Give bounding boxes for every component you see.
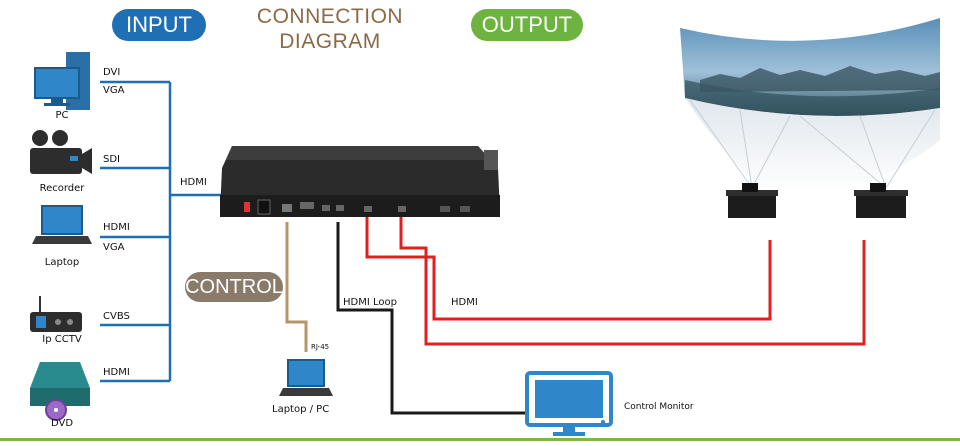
video-processor (220, 146, 500, 217)
port-label-vga: VGA (103, 85, 125, 96)
title-line-2: DIAGRAM (279, 30, 381, 53)
projector-left (726, 183, 778, 218)
projector-right (854, 183, 908, 218)
input-wiring (100, 80, 225, 383)
footer-divider (0, 438, 960, 441)
pc-icon (34, 52, 90, 110)
port-label-dvi: DVI (103, 67, 121, 78)
port-label-hdmi-dvd: HDMI (103, 367, 130, 378)
label-laptop-pc: Laptop / PC (272, 404, 330, 415)
device-label-pc: PC (55, 110, 69, 121)
label-control-monitor: Control Monitor (624, 402, 694, 412)
device-label-laptop: Laptop (44, 257, 80, 268)
camera-icon (30, 130, 92, 174)
monitor-icon (525, 371, 613, 436)
control-laptop-icon (279, 359, 333, 396)
control-badge: CONTROL (185, 272, 283, 302)
device-label-dvd: DVD (50, 418, 74, 429)
title-line-1: CONNECTION (256, 5, 404, 28)
label-hdmi-loop: HDMI Loop (343, 297, 397, 308)
label-hdmi-output: HDMI (451, 297, 478, 308)
dvd-icon (30, 362, 90, 421)
port-label-cvbs: CVBS (103, 311, 130, 322)
device-label-recorder: Recorder (39, 183, 85, 194)
label-rj45: RJ-45 (311, 343, 330, 351)
device-label-ip-cctv: Ip CCTV (42, 334, 82, 345)
cctv-icon (30, 296, 82, 332)
port-label-sdi: SDI (103, 154, 120, 165)
output-wiring (365, 215, 866, 346)
bus-label-hdmi: HDMI (180, 177, 207, 188)
projection-screen (680, 18, 940, 192)
input-badge: INPUT (112, 9, 206, 41)
port-label-vga-laptop: VGA (103, 242, 125, 253)
control-wiring (285, 222, 525, 415)
output-badge: OUTPUT (471, 9, 583, 41)
laptop-icon (32, 205, 92, 244)
diagram-title: CONNECTION DIAGRAM (240, 4, 420, 54)
port-label-hdmi-laptop: HDMI (103, 222, 130, 233)
